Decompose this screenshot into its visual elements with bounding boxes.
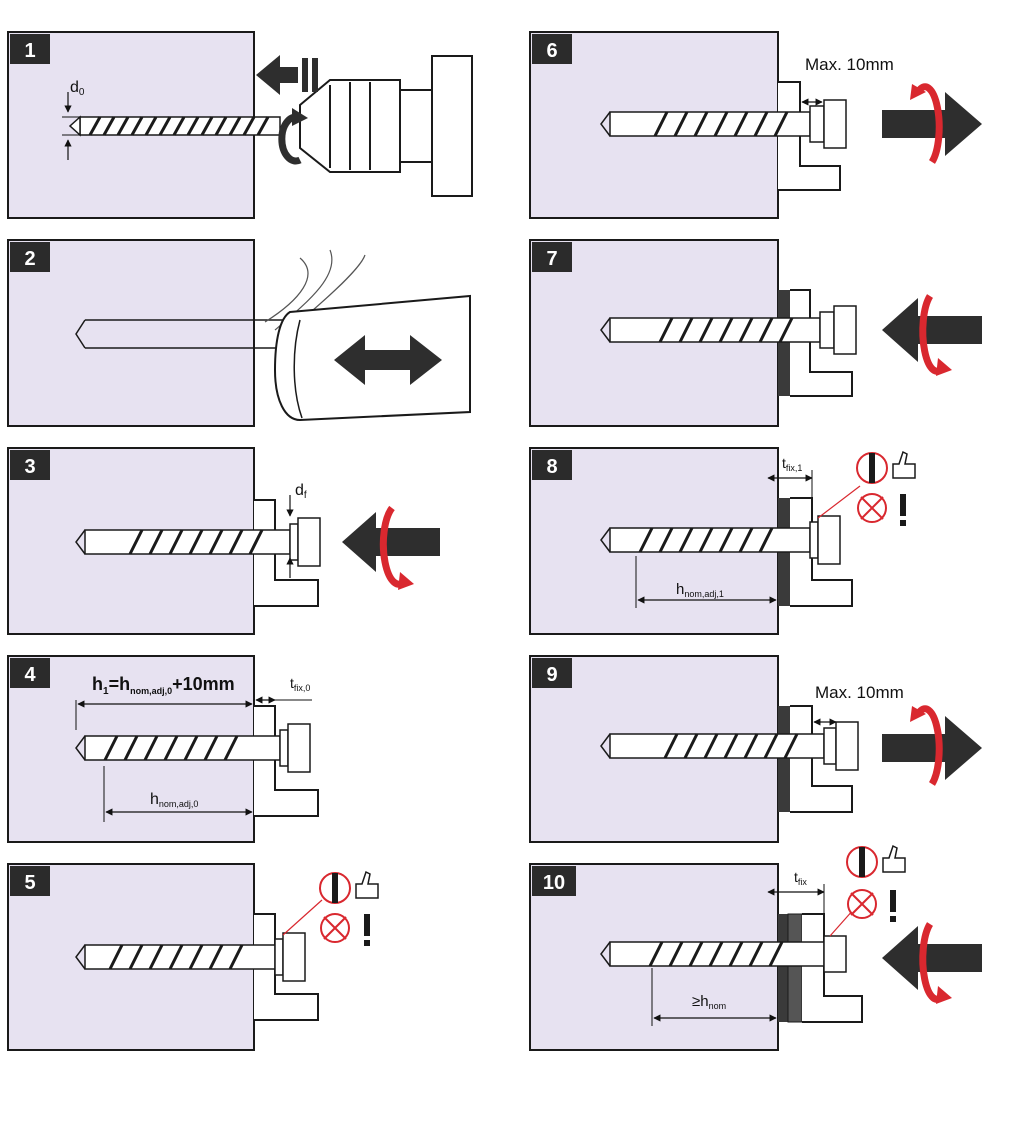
concrete-screw [75, 517, 321, 567]
step-number-badge: 10 [532, 866, 576, 896]
concrete-screw [600, 305, 857, 355]
step-3-panel: 3 df [7, 447, 440, 635]
svg-text:≥hnom: ≥hnom [692, 993, 726, 1011]
svg-text:10: 10 [543, 872, 565, 894]
svg-text:Max. 10mm: Max. 10mm [805, 55, 894, 74]
step-10-panel: 10 tfix ≥hnom [529, 844, 982, 1051]
step-number-badge: 8 [532, 450, 572, 480]
step-5-panel: 5 [7, 863, 379, 1051]
step-1-panel: 1 d0 [7, 31, 473, 219]
concrete-screw [600, 935, 847, 973]
step-7-panel: 7 [529, 239, 982, 427]
crossed-warning-icon [857, 493, 906, 526]
svg-text:h1=hnom,adj,0+10mm: h1=hnom,adj,0+10mm [92, 674, 235, 697]
step-8-panel: 8 tfix,1 hnom,adj,1 [529, 447, 916, 635]
svg-text:tfix: tfix [794, 869, 807, 887]
crossed-warning-icon [320, 913, 370, 946]
svg-text:tfix,0: tfix,0 [290, 675, 310, 693]
concrete-screw [75, 932, 306, 982]
loosen-arrow-icon [882, 83, 982, 164]
concrete-screw [600, 515, 841, 565]
svg-text:df: df [295, 482, 307, 501]
push-arrow-icon [256, 55, 318, 95]
svg-text:3: 3 [24, 456, 35, 478]
svg-text:7: 7 [546, 248, 557, 270]
step-9-panel: 9 Max. 10mm [529, 655, 982, 843]
step-number-badge: 4 [10, 658, 50, 688]
drill-icon [299, 55, 473, 197]
step-number-badge: 2 [10, 242, 50, 272]
step-number-badge: 6 [532, 34, 572, 64]
tighten-arrow-icon [882, 922, 982, 1004]
drill-bit [68, 115, 281, 137]
step-number-badge: 1 [10, 34, 50, 64]
crossed-warning-icon [847, 889, 896, 922]
svg-text:tfix,1: tfix,1 [782, 455, 802, 473]
brush-icon [264, 249, 471, 422]
svg-text:9: 9 [546, 664, 557, 686]
step-number-badge: 9 [532, 658, 572, 688]
step-2-panel: 2 [7, 239, 471, 427]
svg-text:1: 1 [24, 40, 35, 62]
svg-text:hnom,adj,1: hnom,adj,1 [676, 581, 724, 599]
svg-text:4: 4 [24, 664, 36, 686]
svg-text:6: 6 [546, 40, 557, 62]
step-6-panel: 6 Max. 10mm [529, 31, 982, 219]
check-ok-icon [856, 450, 916, 484]
tighten-arrow-icon [342, 505, 440, 590]
svg-text:d0: d0 [70, 79, 85, 98]
step-number-badge: 5 [10, 866, 50, 896]
check-ok-icon [319, 870, 379, 904]
svg-text:8: 8 [546, 456, 557, 478]
step-4-panel: 4 h1=hnom,adj,0+10mm tfix,0 hnom,adj,0 [7, 655, 319, 843]
svg-text:Max. 10mm: Max. 10mm [815, 683, 904, 702]
step-number-badge: 7 [532, 242, 572, 272]
svg-text:hnom,adj,0: hnom,adj,0 [150, 791, 198, 809]
double-arrow-icon [334, 335, 442, 385]
step-number-badge: 3 [10, 450, 50, 480]
check-ok-icon [846, 844, 906, 878]
svg-text:5: 5 [24, 872, 35, 894]
loosen-arrow-icon [882, 705, 982, 786]
concrete-screw [75, 723, 311, 773]
rotation-arrow-icon [278, 108, 308, 165]
tighten-arrow-icon [882, 294, 982, 376]
concrete-screw [600, 721, 859, 771]
svg-text:2: 2 [24, 248, 35, 270]
concrete-screw [600, 99, 847, 149]
